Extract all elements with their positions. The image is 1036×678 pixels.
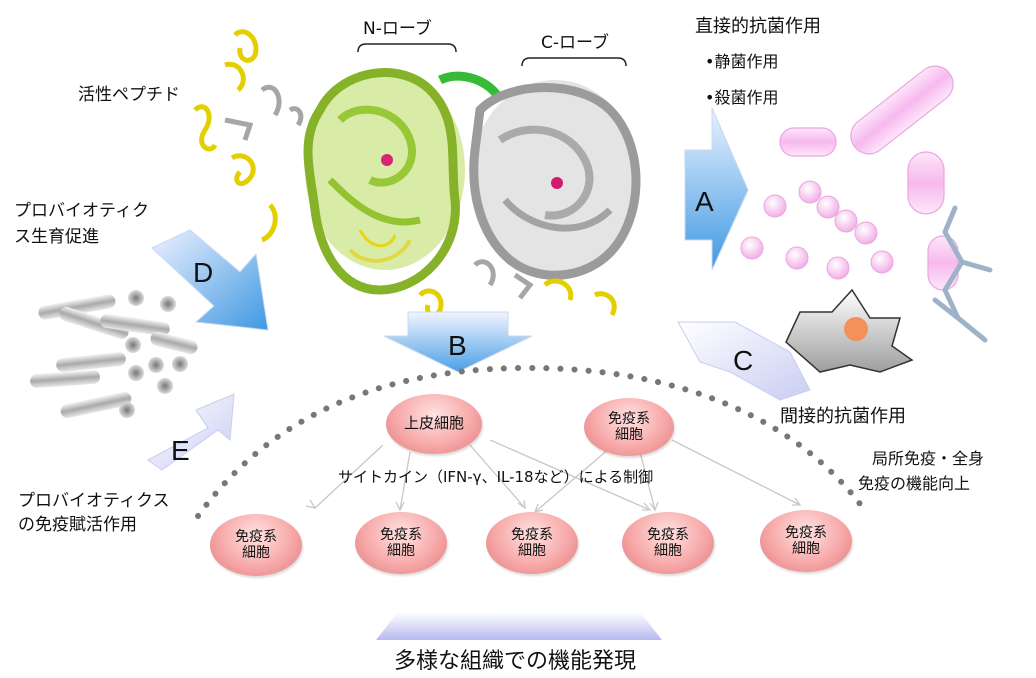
arrow-c-label: C: [733, 345, 754, 376]
c-lobe-protein: [469, 80, 641, 280]
immune-cell-top-line2: 細胞: [615, 427, 643, 443]
immune-cell-3-line2: 細胞: [518, 543, 546, 559]
arrow-a-label: A: [695, 186, 714, 217]
arrow-d-label: D: [193, 257, 214, 288]
dotted-arc: [195, 364, 869, 519]
indirect-antibacterial-title: 間接的抗菌作用: [780, 406, 906, 427]
arrow-e-label: E: [171, 435, 190, 466]
probiotic-bacteria: [30, 290, 198, 419]
epithelial-cell-label: 上皮細胞: [403, 414, 464, 433]
bacteriostatic-label: •静菌作用: [705, 52, 779, 71]
immune-cell-1-line2: 細胞: [242, 545, 270, 561]
immune-cell-2-line1: 免疫系: [380, 526, 422, 543]
immune-cell-5: 免疫系細胞: [760, 510, 852, 572]
immune-cell-3-line1: 免疫系: [511, 526, 553, 543]
arrow-b-label: B: [448, 330, 467, 361]
epithelial-cell: 上皮細胞: [386, 394, 482, 454]
arrow-d: [151, 229, 269, 331]
arrow-a: [684, 107, 749, 271]
immune-improvement-line2: 免疫の機能向上: [858, 474, 971, 493]
bactericidal-label: •殺菌作用: [705, 88, 779, 107]
n-lobe-protein: [303, 68, 505, 295]
bottom-arrow: [376, 612, 662, 640]
antibody-shape: [932, 205, 993, 343]
direct-antibacterial-title: 直接的抗菌作用: [695, 16, 821, 37]
probiotic-growth-line2: ス生育促進: [14, 227, 99, 247]
immune-cell-4-line2: 細胞: [654, 543, 682, 559]
bacteria-cluster: [740, 65, 959, 291]
immune-cell-5-line1: 免疫系: [785, 524, 827, 541]
bottom-conclusion: 多様な組織での機能発現: [394, 649, 637, 674]
immune-cell-5-line2: 細胞: [792, 541, 820, 557]
immune-cell-top: 免疫系 細胞: [584, 398, 674, 456]
immune-cell-2: 免疫系細胞: [355, 512, 447, 574]
immune-cell-1-line1: 免疫系: [235, 528, 277, 545]
immune-cell-2-line2: 細胞: [387, 543, 415, 559]
immune-cell-1: 免疫系細胞: [210, 514, 302, 576]
active-peptide-label: 活性ペプチド: [78, 85, 180, 105]
active-peptides: [193, 29, 617, 318]
n-lobe-bracket: [357, 43, 457, 53]
immune-cell-4-line1: 免疫系: [647, 526, 689, 543]
arrow-b: [383, 311, 533, 373]
immune-cell-3: 免疫系細胞: [486, 512, 578, 574]
arrow-e: [147, 393, 235, 471]
cell-nucleus: [844, 317, 868, 341]
probiotic-growth-line1: プロバイオティク: [14, 201, 149, 221]
c-lobe-label: C-ローブ: [541, 33, 609, 53]
immune-cell-4: 免疫系細胞: [622, 512, 714, 574]
n-lobe-label: N-ローブ: [363, 19, 432, 39]
cytokine-label: サイトカイン（IFN-γ、IL-18など）による制御: [338, 468, 654, 486]
immune-improvement-line1: 局所免疫・全身: [872, 449, 985, 468]
immune-cell-top-line1: 免疫系: [608, 410, 650, 427]
arrow-c: [677, 321, 811, 401]
signal-lines: [305, 439, 802, 513]
probiotic-immune-line1: プロバイオティクス: [18, 491, 170, 511]
c-lobe-bracket: [521, 57, 627, 67]
probiotic-immune-line2: の免疫賦活作用: [18, 515, 137, 535]
